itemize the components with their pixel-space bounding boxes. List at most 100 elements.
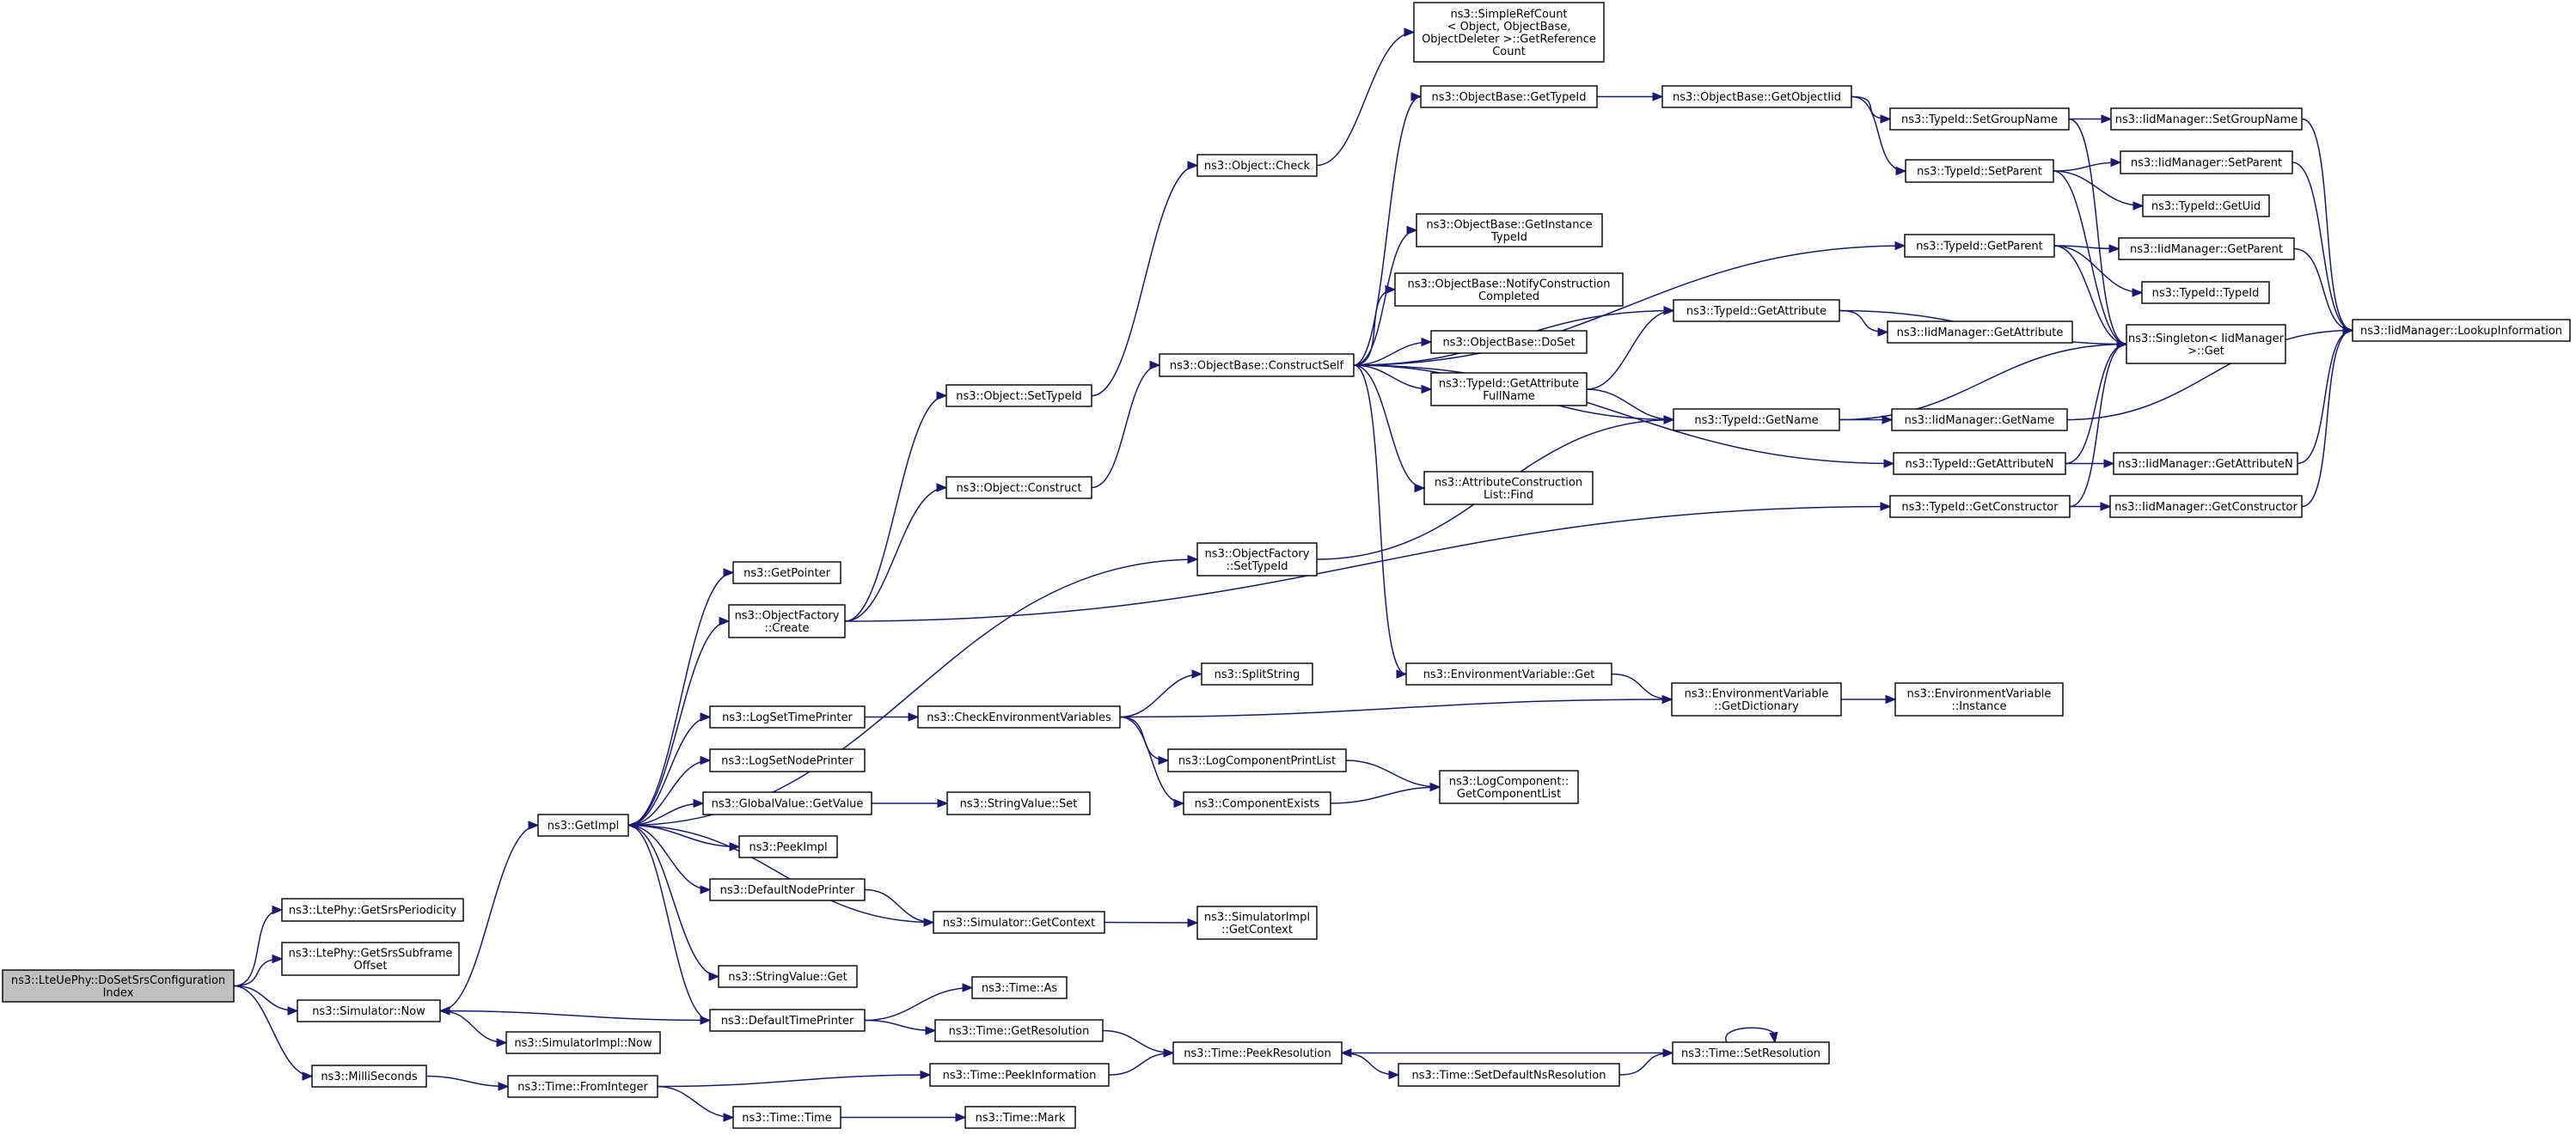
edge-line — [2293, 247, 2353, 332]
node-objectCheck[interactable]: ns3::Object::Check — [1196, 154, 1318, 177]
node-objFactoryCreate[interactable]: ns3::ObjectFactory::Create — [728, 604, 846, 638]
node-timeAs[interactable]: ns3::Time::As — [971, 976, 1068, 999]
node-envVarInstance[interactable]: ns3::EnvironmentVariable::Instance — [1894, 682, 2064, 717]
node-objBaseGetObjectIid[interactable]: ns3::ObjectBase::GetObjectIid — [1661, 85, 1852, 108]
edge-typeIdGetAttributeFullName-to-typeIdGetName — [1586, 388, 1675, 424]
edge-arrowhead — [1880, 114, 1892, 124]
node-objectConstruct[interactable]: ns3::Object::Construct — [945, 476, 1092, 499]
node-logComponentGetList[interactable]: ns3::LogComponent::GetComponentList — [1439, 770, 1579, 804]
node-milliSeconds[interactable]: ns3::MilliSeconds — [311, 1065, 427, 1088]
node-timeMark[interactable]: ns3::Time::Mark — [964, 1106, 1076, 1129]
node-getPointer[interactable]: ns3::GetPointer — [732, 561, 841, 584]
node-peekImpl[interactable]: ns3::PeekImpl — [738, 835, 838, 858]
node-iidSetGroupName[interactable]: ns3::IidManager::SetGroupName — [2110, 107, 2303, 131]
node-simGetContext[interactable]: ns3::Simulator::GetContext — [933, 911, 1105, 934]
node-timeFromInteger[interactable]: ns3::Time::FromInteger — [507, 1075, 658, 1098]
edge-line — [1725, 1027, 1777, 1043]
node-typeIdGetAttributeN[interactable]: ns3::TypeId::GetAttributeN — [1893, 452, 2066, 475]
node-stringValueSet[interactable]: ns3::StringValue::Set — [946, 791, 1091, 815]
node-timeGetResolution[interactable]: ns3::Time::GetResolution — [934, 1019, 1104, 1042]
node-typeIdSetGroupName[interactable]: ns3::TypeId::SetGroupName — [1889, 107, 2070, 131]
node-defaultNodePrinter[interactable]: ns3::DefaultNodePrinter — [709, 878, 866, 901]
edge-getImpl-to-objFactorySetTypeId — [627, 554, 1199, 827]
node-timeTime[interactable]: ns3::Time::Time — [732, 1106, 841, 1129]
edge-line — [627, 802, 704, 827]
edge-objFactoryCreate-to-objectSetTypeId — [844, 391, 948, 622]
edge-arrowhead — [2101, 114, 2113, 124]
edge-arrowhead — [1769, 1031, 1778, 1044]
node-iidSetParent[interactable]: ns3::IidManager::SetParent — [2120, 150, 2293, 174]
node-timeSetResolution[interactable]: ns3::Time::SetResolution — [1672, 1041, 1830, 1065]
edge-arrowhead — [1406, 225, 1418, 235]
node-iidLookupInformation[interactable]: ns3::IidManager::LookupInformation — [2352, 319, 2571, 342]
node-logSetTimePrinter[interactable]: ns3::LogSetTimePrinter — [709, 705, 866, 729]
node-label: ns3::AttributeConstruction — [1435, 476, 1582, 489]
node-getSrsPeriodicity[interactable]: ns3::LtePhy::GetSrsPeriodicity — [281, 898, 464, 922]
node-splitString[interactable]: ns3::SplitString — [1201, 662, 1313, 686]
node-typeIdTypeId[interactable]: ns3::TypeId::TypeId — [2141, 281, 2270, 304]
node-globalValueGetValue[interactable]: ns3::GlobalValue::GetValue — [702, 791, 872, 815]
edge-line — [2053, 170, 2127, 345]
node-timeSetDefaultNsRes[interactable]: ns3::Time::SetDefaultNsResolution — [1398, 1063, 1620, 1087]
node-defaultTimePrinter[interactable]: ns3::DefaultTimePrinter — [709, 1009, 866, 1032]
node-iidGetParent[interactable]: ns3::IidManager::GetParent — [2118, 237, 2295, 260]
node-iidGetName[interactable]: ns3::IidManager::GetName — [1891, 408, 2068, 431]
node-objBaseNotifyConstruction[interactable]: ns3::ObjectBase::NotifyConstructionCompl… — [1394, 272, 1624, 307]
node-box — [505, 1031, 661, 1054]
node-label: ns3::ObjectBase::GetInstance — [1426, 218, 1592, 231]
node-box — [1183, 791, 1331, 815]
node-objBaseConstructSelf[interactable]: ns3::ObjectBase::ConstructSelf — [1159, 353, 1355, 377]
edge-arrowhead — [1661, 694, 1673, 705]
edge-arrowhead — [627, 821, 639, 830]
edge-arrowhead — [1158, 755, 1170, 766]
node-objBaseGetTypeId[interactable]: ns3::ObjectBase::GetTypeId — [1420, 85, 1598, 108]
node-getImpl[interactable]: ns3::GetImpl — [537, 814, 629, 837]
node-typeIdGetUid[interactable]: ns3::TypeId::GetUid — [2142, 194, 2270, 217]
node-typeIdSetParent[interactable]: ns3::TypeId::SetParent — [1905, 159, 2054, 183]
edge-line — [1119, 716, 1184, 804]
node-objFactorySetTypeId[interactable]: ns3::ObjectFactory::SetTypeId — [1196, 542, 1318, 577]
node-timePeekInformation[interactable]: ns3::Time::PeekInformation — [929, 1063, 1110, 1087]
node-simImplGetContext[interactable]: ns3::SimulatorImpl::GetContext — [1196, 906, 1318, 940]
node-typeIdGetConstructor[interactable]: ns3::TypeId::GetConstructor — [1889, 495, 2071, 518]
node-label: ns3::IidManager::GetParent — [2130, 243, 2283, 256]
node-label: ns3::IidManager::LookupInformation — [2360, 325, 2562, 338]
node-simNow[interactable]: ns3::Simulator::Now — [297, 999, 441, 1022]
edge-arrowhead — [700, 755, 712, 766]
edge-getImpl-to-logSetNodePrinter — [627, 755, 712, 827]
node-box — [945, 384, 1092, 407]
node-box — [945, 476, 1092, 499]
node-simImplNow[interactable]: ns3::SimulatorImpl::Now — [505, 1031, 661, 1054]
node-singletonGet[interactable]: ns3::Singleton< IidManager>::Get — [2126, 324, 2286, 364]
node-iidGetAttribute[interactable]: ns3::IidManager::GetAttribute — [1887, 320, 2073, 344]
edge-line — [1119, 673, 1202, 718]
node-label: ns3::TypeId::GetUid — [2151, 200, 2261, 213]
node-logSetNodePrinter[interactable]: ns3::LogSetNodePrinter — [709, 748, 866, 772]
node-objectSetTypeId[interactable]: ns3::Object::SetTypeId — [945, 384, 1092, 407]
node-checkEnvVars[interactable]: ns3::CheckEnvironmentVariables — [917, 705, 1121, 729]
edge-arrowhead — [1894, 241, 1906, 251]
node-iidGetAttributeN[interactable]: ns3::IidManager::GetAttributeN — [2113, 452, 2298, 475]
node-iidGetConstructor[interactable]: ns3::IidManager::GetConstructor — [2109, 495, 2303, 518]
node-typeIdGetAttribute[interactable]: ns3::TypeId::GetAttribute — [1673, 299, 1840, 322]
node-stringValueGet[interactable]: ns3::StringValue::Get — [718, 965, 858, 988]
node-envVarGetDictionary[interactable]: ns3::EnvironmentVariable::GetDictionary — [1671, 682, 1842, 717]
node-box — [933, 911, 1105, 934]
node-label: ns3::LogComponentPrintList — [1178, 755, 1336, 768]
node-logComponentPrintList[interactable]: ns3::LogComponentPrintList — [1167, 748, 1347, 772]
node-objBaseDoSet[interactable]: ns3::ObjectBase::DoSet — [1430, 330, 1588, 354]
node-box — [1905, 159, 2054, 183]
node-timePeekResolution[interactable]: ns3::Time::PeekResolution — [1172, 1041, 1343, 1065]
node-envVarGet[interactable]: ns3::EnvironmentVariable::Get — [1405, 662, 1612, 686]
edge-line — [627, 824, 719, 978]
node-simpleRefCount[interactable]: ns3::SimpleRefCount< Object, ObjectBase,… — [1413, 2, 1605, 63]
node-componentExists[interactable]: ns3::ComponentExists — [1183, 791, 1331, 815]
node-typeIdGetParent[interactable]: ns3::TypeId::GetParent — [1904, 234, 2055, 258]
node-typeIdGetName[interactable]: ns3::TypeId::GetName — [1673, 408, 1840, 431]
edge-line — [2301, 329, 2353, 508]
